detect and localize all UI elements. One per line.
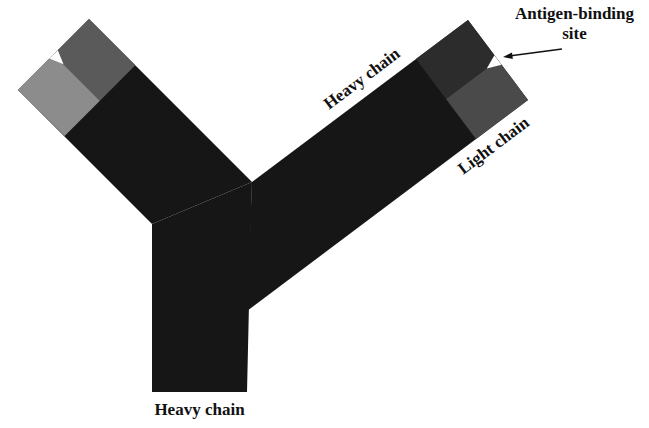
right-binding-notch xyxy=(487,55,502,68)
right-arm xyxy=(247,20,528,311)
left-light-variable xyxy=(18,54,100,136)
antigen-binding-site-label: Antigen-binding site xyxy=(507,4,642,44)
leader-line xyxy=(509,49,562,56)
left-arm xyxy=(18,19,252,224)
heavy-chain-label: Heavy chain xyxy=(154,400,244,420)
left-binding-notch xyxy=(49,50,63,64)
leader-arrowhead xyxy=(503,53,513,60)
